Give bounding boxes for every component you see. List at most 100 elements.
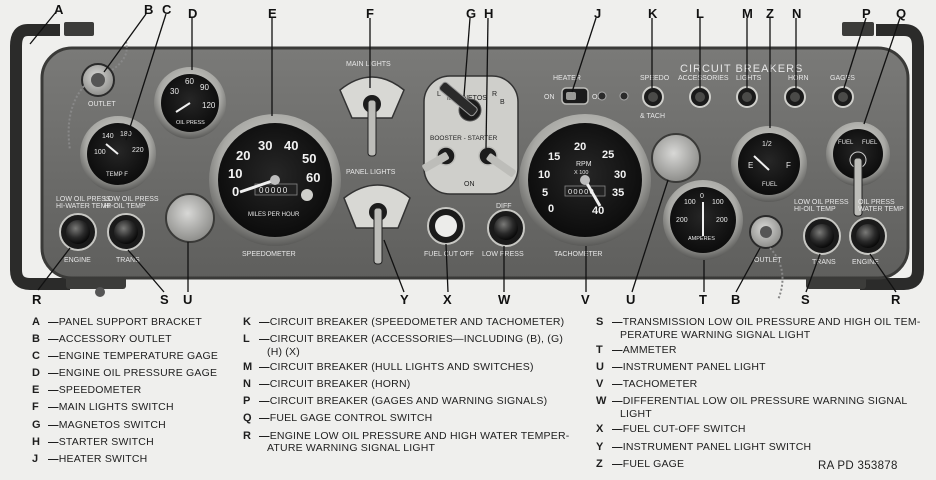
legend-dash: —: [48, 350, 59, 363]
callout-n: N: [792, 6, 801, 21]
legend-item-l: L—CIRCUIT BREAKER (ACCESSORIES—INCLUDING…: [243, 331, 583, 359]
speedo-tick-40: 40: [284, 138, 298, 153]
callout-b-bottom: B: [731, 292, 740, 307]
accessory-outlet-left[interactable]: OUTLET: [67, 41, 128, 151]
legend-dash: —: [48, 452, 59, 465]
legend-item-w: W—DIFFERENTIAL LOW OIL PRESSURE WARNING …: [596, 393, 926, 421]
legend-text: ACCESSORY OUTLET: [58, 333, 172, 346]
amp-tick-200-pos: 200: [716, 217, 728, 224]
amp-tick-200-neg: 200: [676, 217, 688, 224]
callout-q: Q: [896, 6, 906, 21]
warn-right-1: LOW OIL PRESS: [794, 199, 849, 206]
heater-label: HEATER: [553, 75, 581, 82]
warn-left-1: LOW OIL PRESS: [56, 196, 111, 203]
legend-text: INSTRUMENT PANEL LIGHT SWITCH: [622, 440, 812, 453]
speedo-tick-30: 30: [258, 138, 272, 153]
panel-lights-label: PANEL LIGHTS: [346, 169, 396, 176]
circuit-breaker-row: SPEEDO ACCESSORIES LIGHTS HORN GAGES & T…: [640, 75, 855, 120]
tach-tick-10: 10: [538, 169, 550, 181]
warn-left-3: LOW OIL PRESS: [104, 196, 159, 203]
panel-lights-switch[interactable]: PANEL LIGHTS: [343, 169, 411, 265]
legend-dash: —: [612, 316, 623, 328]
legend-dash: —: [612, 457, 623, 470]
legend-item-e: E—SPEEDOMETER: [32, 382, 232, 399]
callout-s-right: S: [801, 292, 810, 307]
legend-item-r: R—ENGINE LOW OIL PRESSURE AND HIGH WATER…: [243, 428, 583, 456]
amp-tick-0: 0: [700, 193, 704, 200]
temp-tick-140: 140: [102, 133, 114, 140]
warning-light-right-labels: LOW OIL PRESS HI-OIL TEMP OIL PRESS WATE…: [794, 199, 904, 213]
low-press-label: LOW PRESS: [482, 251, 524, 258]
temp-tick-180: 180: [120, 131, 132, 138]
legend-text: INSTRUMENT PANEL LIGHT: [622, 361, 766, 374]
amp-tick-100-pos: 100: [712, 199, 724, 206]
circuit-breaker-speedometer[interactable]: [642, 86, 664, 108]
fuel-switch-left: FUEL: [838, 140, 854, 146]
main-lights-switch[interactable]: MAIN LIGHTS: [339, 61, 405, 157]
legend-item-c: C—ENGINE TEMPERATURE GAGE: [32, 348, 232, 365]
accessory-outlet-right[interactable]: OUTLET: [749, 215, 784, 301]
instrument-panel-light-left: [165, 193, 215, 243]
diff-label: DIFF: [496, 203, 512, 210]
starter-switch[interactable]: [478, 146, 517, 178]
legend-dash: —: [259, 361, 270, 374]
circuit-breaker-horn[interactable]: [784, 86, 806, 108]
callout-w: W: [498, 292, 511, 307]
legend-text: CIRCUIT BREAKER (SPEEDOMETER AND TACHOME…: [269, 316, 565, 328]
callout-p: P: [862, 6, 871, 21]
legend-item-g: G—MAGNETOS SWITCH: [32, 417, 232, 434]
heater-switch[interactable]: HEATER ON OFF: [544, 75, 629, 105]
legend-key: Q: [243, 412, 252, 425]
fuel-cutoff-switch[interactable]: FUEL CUT OFF: [424, 207, 474, 258]
legend-key: E: [32, 384, 40, 397]
oil-tick-90: 90: [200, 83, 209, 92]
callout-r-left: R: [32, 292, 42, 307]
legend-dash: —: [612, 344, 623, 357]
callout-y: Y: [400, 292, 409, 307]
legend-item-b: B—ACCESSORY OUTLET: [32, 331, 232, 348]
oil-press-label: OIL PRESS: [176, 120, 205, 126]
legend-key: V: [596, 378, 604, 391]
breaker-label-gages: GAGES: [830, 75, 855, 82]
callout-t: T: [699, 292, 707, 307]
legend-dash: —: [48, 333, 59, 346]
warn-right-2: HI-OIL TEMP: [794, 206, 836, 213]
callout-leaders: [29, 11, 901, 293]
circuit-breaker-gages[interactable]: [832, 86, 854, 108]
legend-text: STARTER SWITCH: [58, 435, 154, 448]
legend-key: T: [596, 344, 603, 357]
legend-dash: —: [259, 333, 270, 346]
mag-pos-l: L: [437, 91, 441, 98]
fuel-gage-control-switch[interactable]: FUEL FUEL: [826, 122, 890, 217]
breaker-label-horn: HORN: [788, 75, 809, 82]
callout-letters-top: A B C D E F G H J K L M Z N P Q: [54, 2, 906, 21]
legend-item-x: X—FUEL CUT-OFF SWITCH: [596, 421, 926, 438]
warn-right-4: WATER TEMP: [858, 206, 904, 213]
legend-item-m: M—CIRCUIT BREAKER (HULL LIGHTS AND SWITC…: [243, 359, 583, 376]
temp-label: TEMP F: [106, 172, 128, 178]
callout-s-left: S: [160, 292, 169, 307]
legend-item-n: N—CIRCUIT BREAKER (HORN): [243, 376, 583, 393]
legend-text: FUEL CUT-OFF SWITCH: [622, 423, 746, 436]
mag-pos-b: B: [500, 99, 505, 106]
magnetos-switch[interactable]: [438, 81, 482, 122]
legend-text: SPEEDOMETER: [58, 384, 142, 397]
amp-tick-100-neg: 100: [684, 199, 696, 206]
legend-item-s: S—TRANSMISSION LOW OIL PRESSURE AND HIGH…: [596, 314, 926, 342]
starter-switch-left[interactable]: [421, 146, 456, 172]
legend-key: R: [243, 429, 252, 442]
speedo-tick-0: 0: [232, 184, 239, 199]
warn-left-4: HI-OIL TEMP: [104, 203, 146, 210]
legend-text: TACHOMETER: [622, 378, 698, 391]
callout-m: M: [742, 6, 753, 21]
instrument-panel-figure: CIRCUIT BREAKERS SPEEDO ACCESSORIES LIGH…: [10, 2, 924, 307]
circuit-breaker-accessories[interactable]: [689, 86, 711, 108]
legend-key: N: [243, 378, 252, 391]
oil-tick-60: 60: [185, 77, 194, 86]
heater-on-label: ON: [544, 94, 555, 101]
legend-text: CIRCUIT BREAKER (GAGES AND WARNING SIGNA…: [269, 395, 548, 408]
circuit-breaker-lights[interactable]: [736, 86, 758, 108]
callout-u-right: U: [626, 292, 635, 307]
legend-item-t: T—AMMETER: [596, 342, 926, 359]
